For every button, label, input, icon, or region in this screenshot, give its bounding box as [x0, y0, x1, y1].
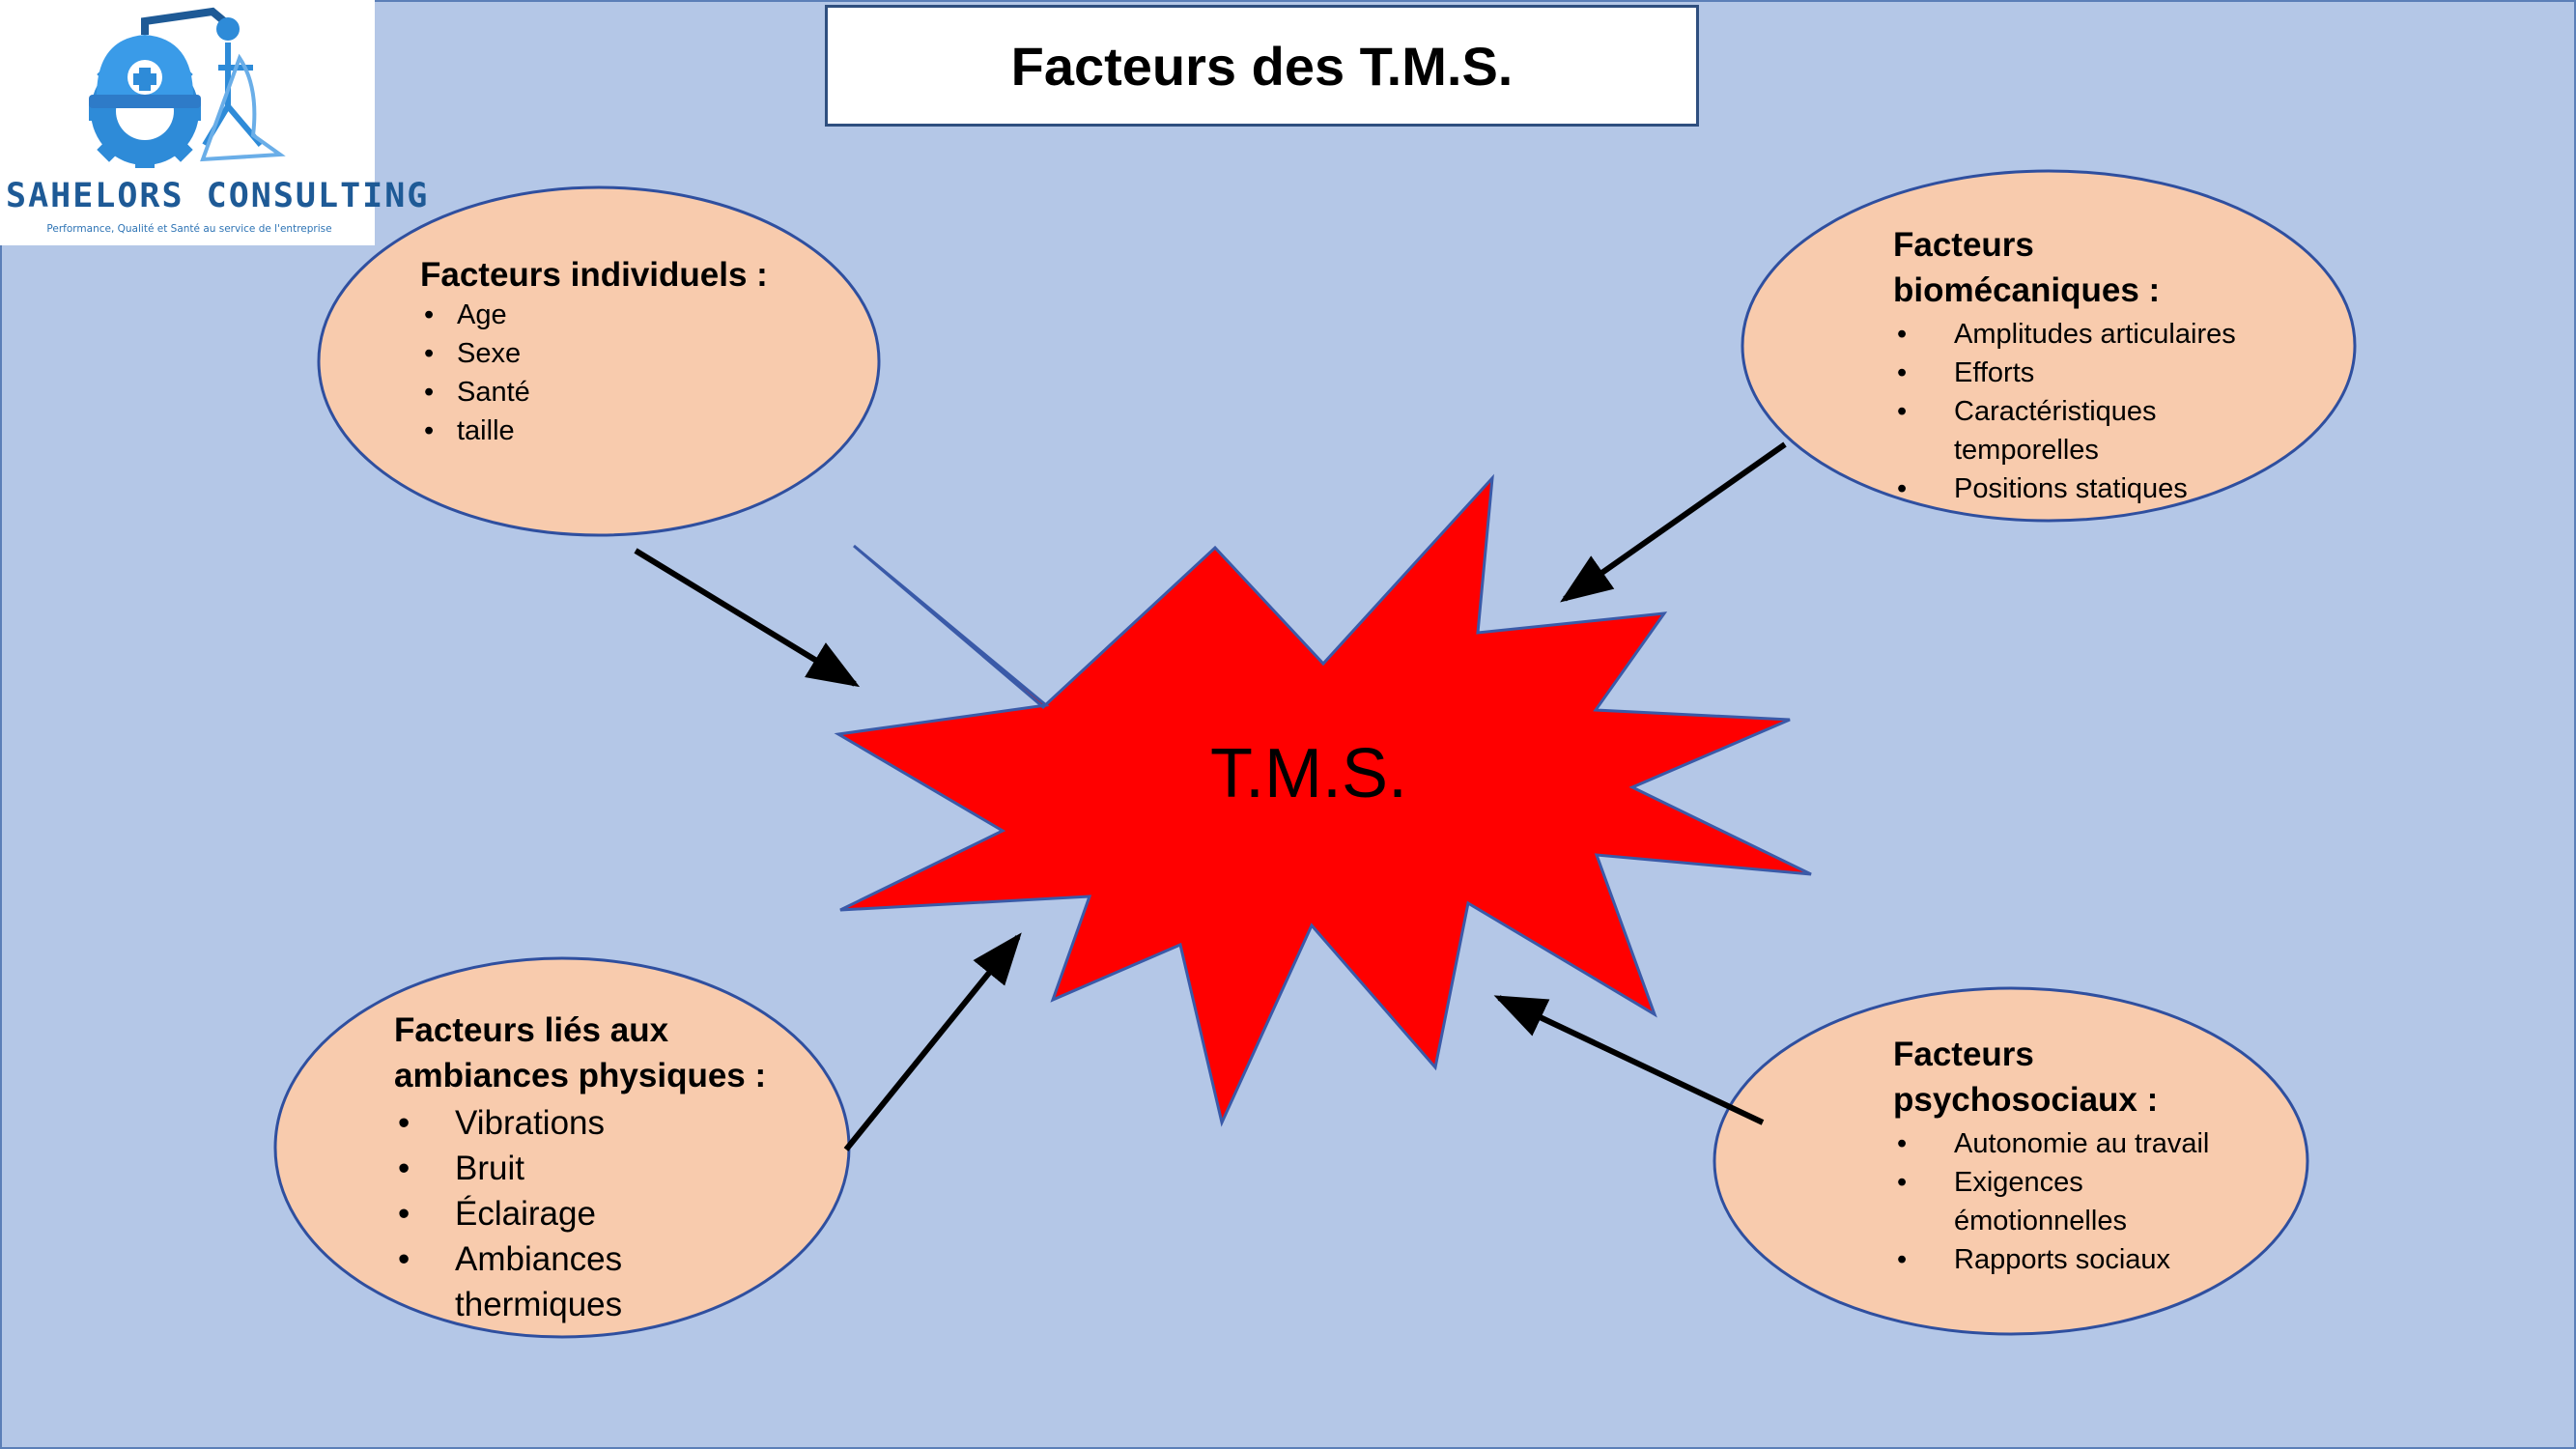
page-title: Facteurs des T.M.S. [825, 5, 1699, 127]
hard-hat-gear-icon [89, 7, 286, 168]
list-item: Caractéristiques temporelles [1893, 392, 2186, 469]
tms-burst-shape [834, 473, 1812, 1127]
logo-tagline: Performance, Qualité et Santé au service… [46, 223, 332, 235]
list-item: Sexe [420, 334, 807, 373]
list-item: Exigences émotionnelles [1893, 1163, 2157, 1240]
list-item: Vibrations [394, 1100, 800, 1146]
factor-biomechanical: Facteurs biomécaniques : Amplitudes arti… [1893, 222, 2279, 508]
factor-physical-list: Vibrations Bruit Éclairage Ambiances the… [394, 1100, 800, 1327]
factor-psychosocial: Facteurs psychosociaux : Autonomie au tr… [1893, 1032, 2279, 1279]
factor-psychosocial-heading-line-1: Facteurs [1893, 1036, 2034, 1073]
list-item: Bruit [394, 1146, 800, 1191]
factor-psychosocial-heading-line-2: psychosociaux : [1893, 1081, 2159, 1119]
list-item: Ambiances thermiques [394, 1236, 648, 1327]
factor-biomechanical-heading-line-2: biomécaniques : [1893, 271, 2161, 309]
list-item: Age [420, 296, 807, 334]
factor-physical-heading-line-1: Facteurs liés aux [394, 1011, 669, 1049]
factor-physical: Facteurs liés aux ambiances physiques : … [394, 1008, 800, 1327]
factor-individual-heading: Facteurs individuels : [420, 256, 768, 294]
factor-psychosocial-list: Autonomie au travail Exigences émotionne… [1893, 1124, 2279, 1279]
list-item: Éclairage [394, 1191, 800, 1236]
list-item: Santé [420, 373, 807, 412]
logo-company-name: SAHELORS CONSULTING [6, 177, 430, 215]
list-item: Positions statiques [1893, 469, 2279, 508]
list-item: Amplitudes articulaires [1893, 315, 2279, 354]
factor-biomechanical-heading-line-1: Facteurs [1893, 226, 2034, 264]
arrow-psychosocial-to-tms [1493, 995, 1765, 1125]
company-logo: SAHELORS CONSULTING Performance, Qualité… [0, 0, 430, 245]
tms-center-label: T.M.S. [1209, 735, 1407, 812]
list-item: Autonomie au travail [1893, 1124, 2279, 1163]
factor-individual-list: Age Sexe Santé taille [420, 296, 807, 450]
list-item: Efforts [1893, 354, 2279, 392]
list-item: taille [420, 412, 807, 450]
arrow-individual-to-tms [634, 548, 861, 688]
factor-biomechanical-list: Amplitudes articulaires Efforts Caractér… [1893, 315, 2279, 508]
list-item: Rapports sociaux [1893, 1240, 2279, 1279]
arrow-physical-to-tms [843, 932, 1022, 1151]
factor-physical-heading-line-2: ambiances physiques : [394, 1057, 767, 1094]
arrow-biomechanical-to-tms [1560, 441, 1787, 603]
factor-individual: Facteurs individuels : Age Sexe Santé ta… [420, 252, 807, 450]
